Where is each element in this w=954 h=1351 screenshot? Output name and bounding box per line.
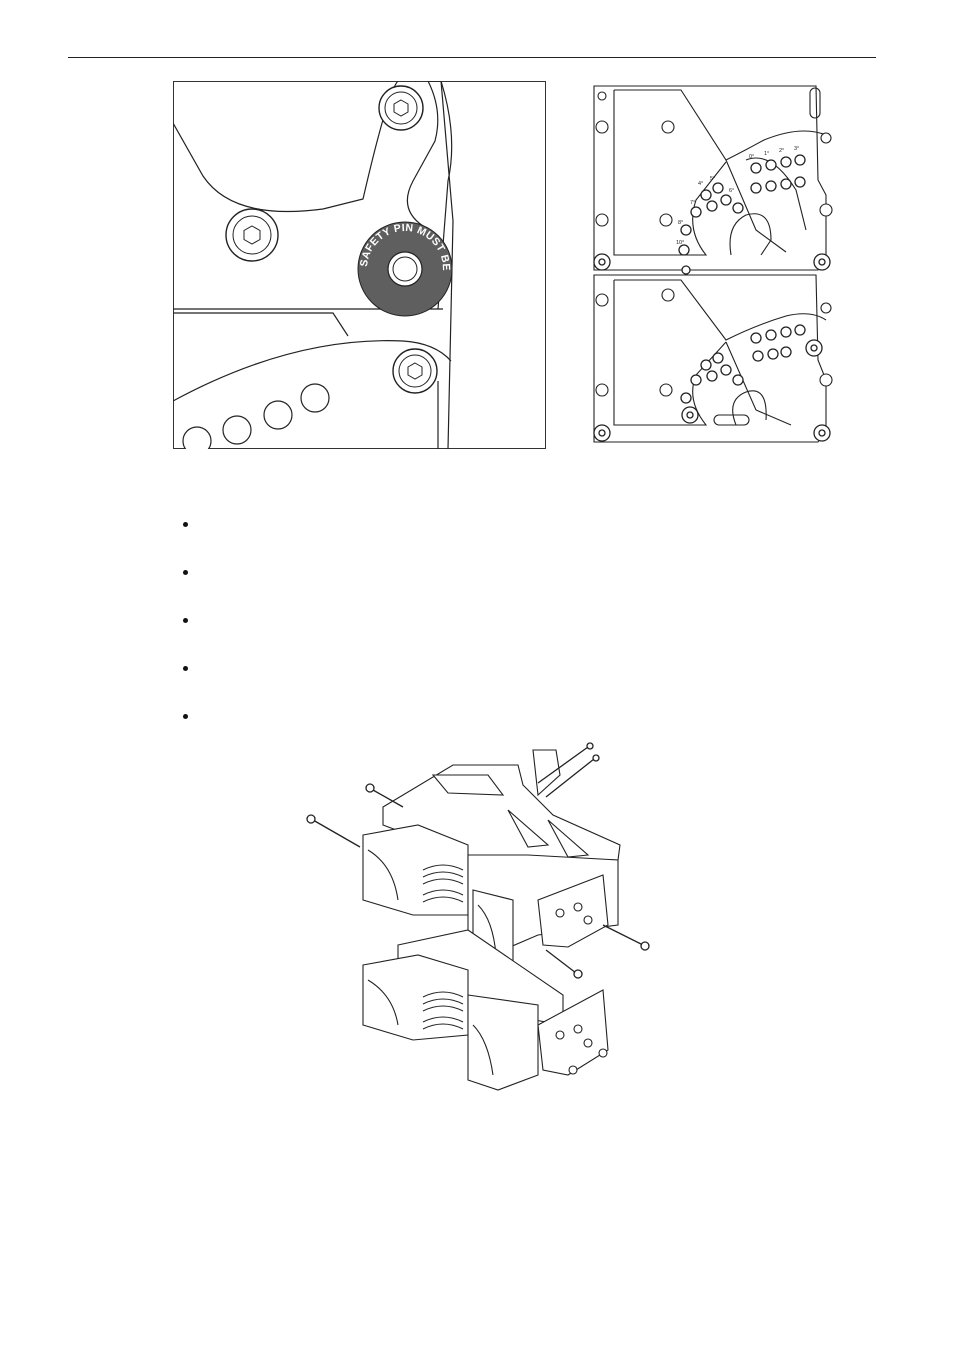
hex-socket-bolt-icon <box>379 86 423 130</box>
figure-speaker-array-assembly <box>298 735 658 1097</box>
hex-socket-bolt-icon <box>393 349 437 393</box>
hex-socket-bolt-icon <box>226 209 278 261</box>
angle-label: 5° <box>710 176 715 182</box>
angle-label: 8° <box>678 220 683 226</box>
header-rule <box>68 57 876 58</box>
angle-label: 7° <box>690 200 695 206</box>
bullet-icon <box>183 570 188 575</box>
angle-label: 1° <box>764 151 769 157</box>
angle-label: 4° <box>698 181 703 187</box>
figure-safety-pin-closeup: SAFETY PIN MUST BE FITTED <box>173 81 546 449</box>
bullet-icon <box>183 714 188 719</box>
angle-label: 10° <box>676 240 684 246</box>
bullet-icon <box>183 618 188 623</box>
quick-release-pin-icon <box>594 254 830 441</box>
bullet-icon <box>183 666 188 671</box>
angle-label: 6° <box>729 188 734 194</box>
angle-label: 3° <box>794 146 799 152</box>
figure-side-rigging-view: 0° 1° 2° 3° 4° 5° 6° 7° 8° 10° <box>586 80 840 450</box>
angle-label: 0° <box>749 154 754 160</box>
angle-label: 2° <box>779 148 784 154</box>
bullet-icon <box>183 522 188 527</box>
